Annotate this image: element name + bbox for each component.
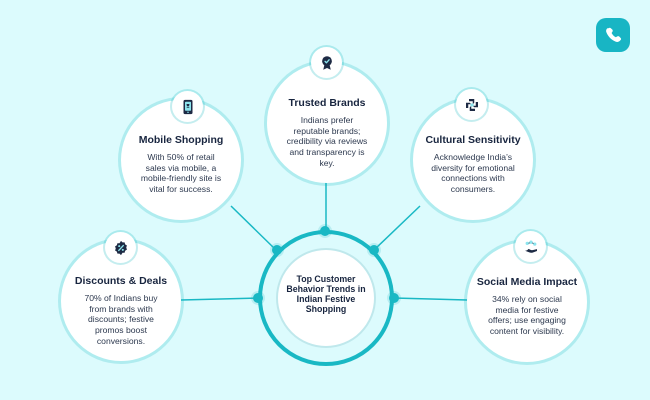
center-title: Top Customer Behavior Trends in Indian F… <box>286 274 366 314</box>
phone-call-button[interactable] <box>596 18 630 52</box>
node-title: Trusted Brands <box>288 97 366 109</box>
social-network-icon <box>524 240 537 253</box>
node-trusted-brands: Trusted Brands Indians prefer reputable … <box>267 63 387 183</box>
node-title: Social Media Impact <box>476 276 578 288</box>
connector-dot-discounts <box>253 293 263 303</box>
connector-social <box>393 297 468 301</box>
social-media-icon-badge <box>515 231 546 262</box>
discount-badge-icon <box>114 240 127 255</box>
connector-cultural <box>373 205 421 251</box>
node-description: With 50% of retail sales via mobile, a m… <box>140 152 222 194</box>
discounts-deals-icon-badge <box>105 232 136 263</box>
node-social-media-impact: Social Media Impact 34% rely on social m… <box>467 242 587 362</box>
node-title: Discounts & Deals <box>74 275 168 287</box>
node-description: 70% of Indians buy from brands with disc… <box>84 293 158 346</box>
connector-mobile <box>230 205 277 251</box>
verified-badge-icon <box>321 55 332 70</box>
diversity-hands-icon <box>465 98 478 111</box>
cultural-sensitivity-icon-badge <box>456 89 487 120</box>
center-node <box>276 248 376 348</box>
connector-dot-cultural <box>369 245 379 255</box>
trusted-brands-icon-badge <box>311 47 342 78</box>
node-title: Mobile Shopping <box>138 134 224 146</box>
connector-dot-social <box>389 293 399 303</box>
mobile-shopping-icon-badge <box>172 91 203 122</box>
node-description: Acknowledge India’s diversity for emotio… <box>431 152 515 194</box>
connector-dot-mobile <box>272 245 282 255</box>
node-title: Cultural Sensitivity <box>425 134 521 146</box>
smartphone-cart-icon <box>183 99 192 114</box>
connector-dot-trusted <box>320 226 330 236</box>
node-description: 34% rely on social media for festive off… <box>488 294 566 336</box>
node-cultural-sensitivity: Cultural Sensitivity Acknowledge India’s… <box>413 100 533 220</box>
connector-discounts <box>180 297 259 301</box>
phone-icon <box>606 27 622 42</box>
node-description: Indians prefer reputable brands; credibi… <box>286 115 368 168</box>
